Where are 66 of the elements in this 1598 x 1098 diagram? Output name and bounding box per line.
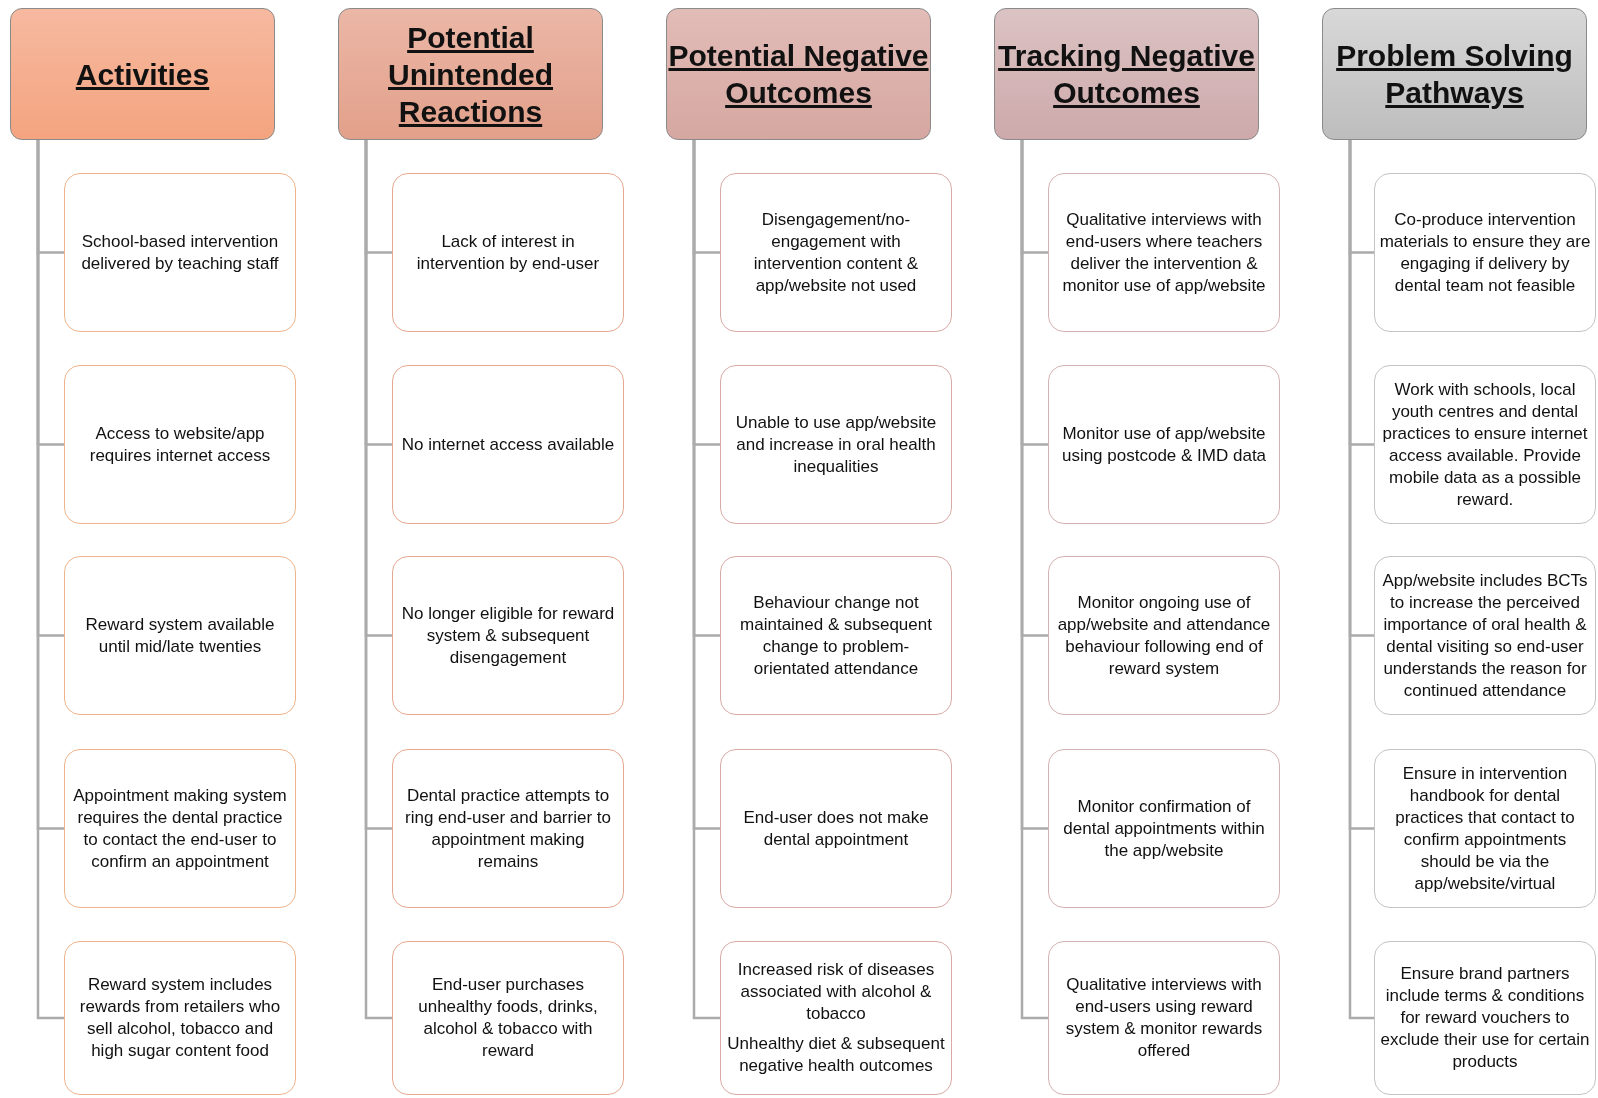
item-text: Disengagement/no-engagement with intervention content & app/website not used bbox=[752, 208, 920, 297]
item-box bbox=[64, 749, 296, 908]
item-text: No internet access available bbox=[401, 433, 615, 456]
item-box bbox=[1374, 365, 1596, 524]
item-text: End-user purchases unhealthy foods, drinks, alcohol & tobacco with reward bbox=[417, 974, 599, 1062]
item-box bbox=[720, 365, 952, 524]
item-box bbox=[392, 749, 624, 908]
item-text: Reward system available until mid/late twenties bbox=[84, 613, 276, 658]
item-box bbox=[64, 173, 296, 332]
item-text: Access to website/app requires internet access bbox=[88, 422, 272, 467]
item-box bbox=[64, 556, 296, 715]
item-box bbox=[1374, 173, 1596, 332]
item-box bbox=[720, 173, 952, 332]
item-text: Behaviour change not maintained & subsequent change to problem-orientated attendance bbox=[739, 591, 933, 680]
item-text: Dental practice attempts to ring end-user and barrier to appointment making remains bbox=[404, 784, 612, 873]
item-text: Ensure brand partners include terms & conditions for reward vouchers to exclude their use for certain products bbox=[1379, 963, 1591, 1073]
item-box bbox=[720, 941, 952, 1095]
column-header bbox=[10, 8, 275, 140]
item-box bbox=[392, 365, 624, 524]
item-box bbox=[392, 941, 624, 1095]
item-box bbox=[1374, 556, 1596, 715]
item-text: Unhealthy diet & subsequent negative health outcomes bbox=[727, 1033, 945, 1077]
item-box bbox=[1048, 749, 1280, 908]
column-header bbox=[338, 8, 603, 140]
item-box bbox=[1374, 941, 1596, 1095]
item-box bbox=[720, 749, 952, 908]
connector-line bbox=[364, 140, 392, 1020]
item-box bbox=[392, 173, 624, 332]
item-text: Ensure in intervention handbook for dental practices that contact to confirm appointments should be via the app/website/virtual bbox=[1394, 762, 1576, 895]
item-text: App/website includes BCTs to increase the perceived importance of oral health & dental visiting so end-user understands the reason for continued attendance bbox=[1381, 569, 1589, 702]
item-box bbox=[1048, 556, 1280, 715]
header-text: Problem Solving Pathways bbox=[1335, 38, 1574, 111]
header-text: Tracking Negative Outcomes bbox=[997, 38, 1256, 111]
item-text: Work with schools, local youth centres and dental practices to ensure internet access available. Provide mobile data as a possible reward. bbox=[1381, 378, 1589, 511]
connector-line bbox=[36, 140, 64, 1020]
item-box bbox=[64, 365, 296, 524]
item-text: No longer eligible for reward system & subsequent disengagement bbox=[400, 602, 616, 669]
item-text: Qualitative interviews with end-users where teachers deliver the intervention & monitor use of app/website bbox=[1061, 208, 1267, 297]
item-text: Qualitative interviews with end-users using reward system & monitor rewards offered bbox=[1064, 974, 1264, 1062]
item-box bbox=[1048, 941, 1280, 1095]
item-box bbox=[1374, 749, 1596, 908]
item-text: End-user does not make dental appointment bbox=[742, 806, 930, 851]
item-text: Appointment making system requires the dental practice to contact the end-user to confirm an appointment bbox=[72, 784, 288, 873]
item-box bbox=[1048, 365, 1280, 524]
item-text: Reward system includes rewards from retailers who sell alcohol, tobacco and high sugar content food bbox=[78, 974, 282, 1062]
connector-line bbox=[692, 140, 720, 1020]
item-text: Co-produce intervention materials to ensure they are engaging if delivery by dental team not feasible bbox=[1378, 208, 1592, 297]
header-text: Potential Unintended Reactions bbox=[387, 19, 554, 130]
item-text: Unable to use app/website and increase in oral health inequalities bbox=[734, 411, 938, 478]
connector-line bbox=[1348, 140, 1374, 1020]
item-text: Monitor confirmation of dental appointments within the app/website bbox=[1062, 795, 1266, 862]
item-text: Lack of interest in intervention by end-user bbox=[415, 230, 601, 275]
item-box bbox=[720, 556, 952, 715]
header-text: Activities bbox=[75, 56, 210, 93]
connector-line bbox=[1020, 140, 1048, 1020]
item-box bbox=[392, 556, 624, 715]
item-box bbox=[64, 941, 296, 1095]
header-text: Potential Negative Outcomes bbox=[667, 38, 930, 111]
item-text: Monitor use of app/website using postcode & IMD data bbox=[1060, 422, 1268, 467]
item-text: Increased risk of diseases associated with alcohol & tobacco bbox=[736, 959, 936, 1025]
column-header bbox=[994, 8, 1259, 140]
column-header bbox=[1322, 8, 1587, 140]
item-box bbox=[1048, 173, 1280, 332]
item-text: School-based intervention delivered by teaching staff bbox=[80, 230, 280, 275]
column-header bbox=[666, 8, 931, 140]
item-text: Monitor ongoing use of app/website and attendance behaviour following end of reward system bbox=[1056, 591, 1272, 680]
